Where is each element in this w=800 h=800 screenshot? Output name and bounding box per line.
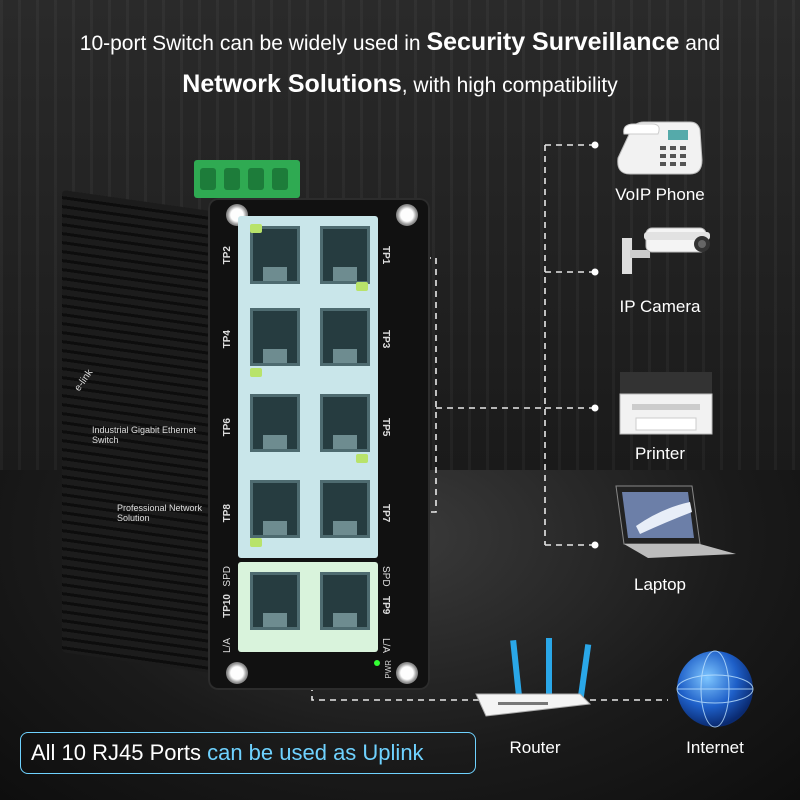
headline-line-1: 10-port Switch can be widely used in Sec… [0, 28, 800, 57]
router-icon [475, 638, 592, 717]
port-led [250, 368, 262, 377]
internet-label: Internet [686, 738, 744, 757]
ip-camera-label: IP Camera [619, 297, 701, 316]
power-terminal-block [194, 160, 300, 198]
screw-icon [396, 204, 418, 226]
switch-front-panel: TP2 TP4 TP6 TP8 TP10 SPD L/A TP1 TP3 TP5… [208, 198, 430, 690]
printer-label: Printer [634, 444, 686, 463]
port-label-tp2: TP2 [222, 246, 233, 265]
banner-text-pre: All 10 RJ45 Ports [31, 740, 208, 765]
screw-icon [396, 662, 418, 684]
screw-icon [226, 662, 248, 684]
la-label-right: L/A [380, 638, 391, 654]
port-label-tp8: TP8 [222, 504, 233, 523]
rj45-port-tp1[interactable] [320, 226, 370, 284]
headline-line1-pre: 10-port Switch can be widely used in [79, 32, 427, 55]
rj45-port-tp8[interactable] [250, 480, 300, 538]
rj45-port-tp4[interactable] [250, 308, 300, 366]
headline-line2-bold: Network Solutions [182, 70, 402, 98]
switch-tagline: Professional Network Solution [117, 503, 203, 523]
rj45-port-tp9[interactable] [320, 572, 370, 630]
port-label-tp9: TP9 [380, 596, 391, 615]
port-label-tp6: TP6 [222, 418, 233, 437]
voip-phone-label: VoIP Phone [615, 185, 705, 204]
ip-camera-icon [622, 227, 710, 274]
port-led [356, 454, 368, 463]
port-label-tp3: TP3 [380, 330, 391, 349]
rj45-port-tp6[interactable] [250, 394, 300, 452]
banner-text-post: be used as Uplink [242, 740, 424, 765]
headline-line1-post: and [679, 32, 721, 55]
voip-phone-icon [617, 121, 703, 175]
printer-icon [619, 372, 713, 435]
headline-line1-bold: Security Surveillance [426, 28, 680, 56]
la-label-left: L/A [222, 638, 233, 654]
switch-model-text: Industrial Gigabit Ethernet Switch [92, 425, 197, 445]
laptop-icon [615, 485, 736, 558]
rj45-port-tp2[interactable] [250, 226, 300, 284]
port-label-tp5: TP5 [380, 418, 391, 437]
spd-label-right: SPD [380, 566, 391, 587]
rj45-port-tp7[interactable] [320, 480, 370, 538]
headline-line2-post: , with high compatibility [401, 74, 618, 97]
banner-text-mid: can [207, 740, 243, 765]
switch-brand-logo: e-link [72, 367, 96, 394]
port-led [356, 282, 368, 291]
laptop-label: Laptop [634, 575, 686, 594]
port-led [250, 224, 262, 233]
port-label-tp7: TP7 [380, 504, 391, 523]
uplink-banner: All 10 RJ45 Ports can be used as Uplink [20, 732, 476, 774]
rj45-port-tp10[interactable] [250, 572, 300, 630]
power-led [374, 660, 380, 666]
internet-globe-icon [676, 650, 754, 728]
switch-side-panel: e-link Industrial Gigabit Ethernet Switc… [62, 225, 212, 555]
port-label-tp4: TP4 [222, 330, 233, 349]
rj45-port-tp3[interactable] [320, 308, 370, 366]
port-led [250, 538, 262, 547]
headline-line-2: Network Solutions, with high compatibili… [0, 70, 800, 99]
port-label-tp1: TP1 [380, 246, 391, 265]
router-label: Router [509, 738, 561, 757]
spd-label-left: SPD [222, 566, 233, 587]
port-label-tp10: TP10 [222, 594, 233, 618]
rj45-port-tp5[interactable] [320, 394, 370, 452]
pwr-label: PWR [384, 660, 393, 679]
